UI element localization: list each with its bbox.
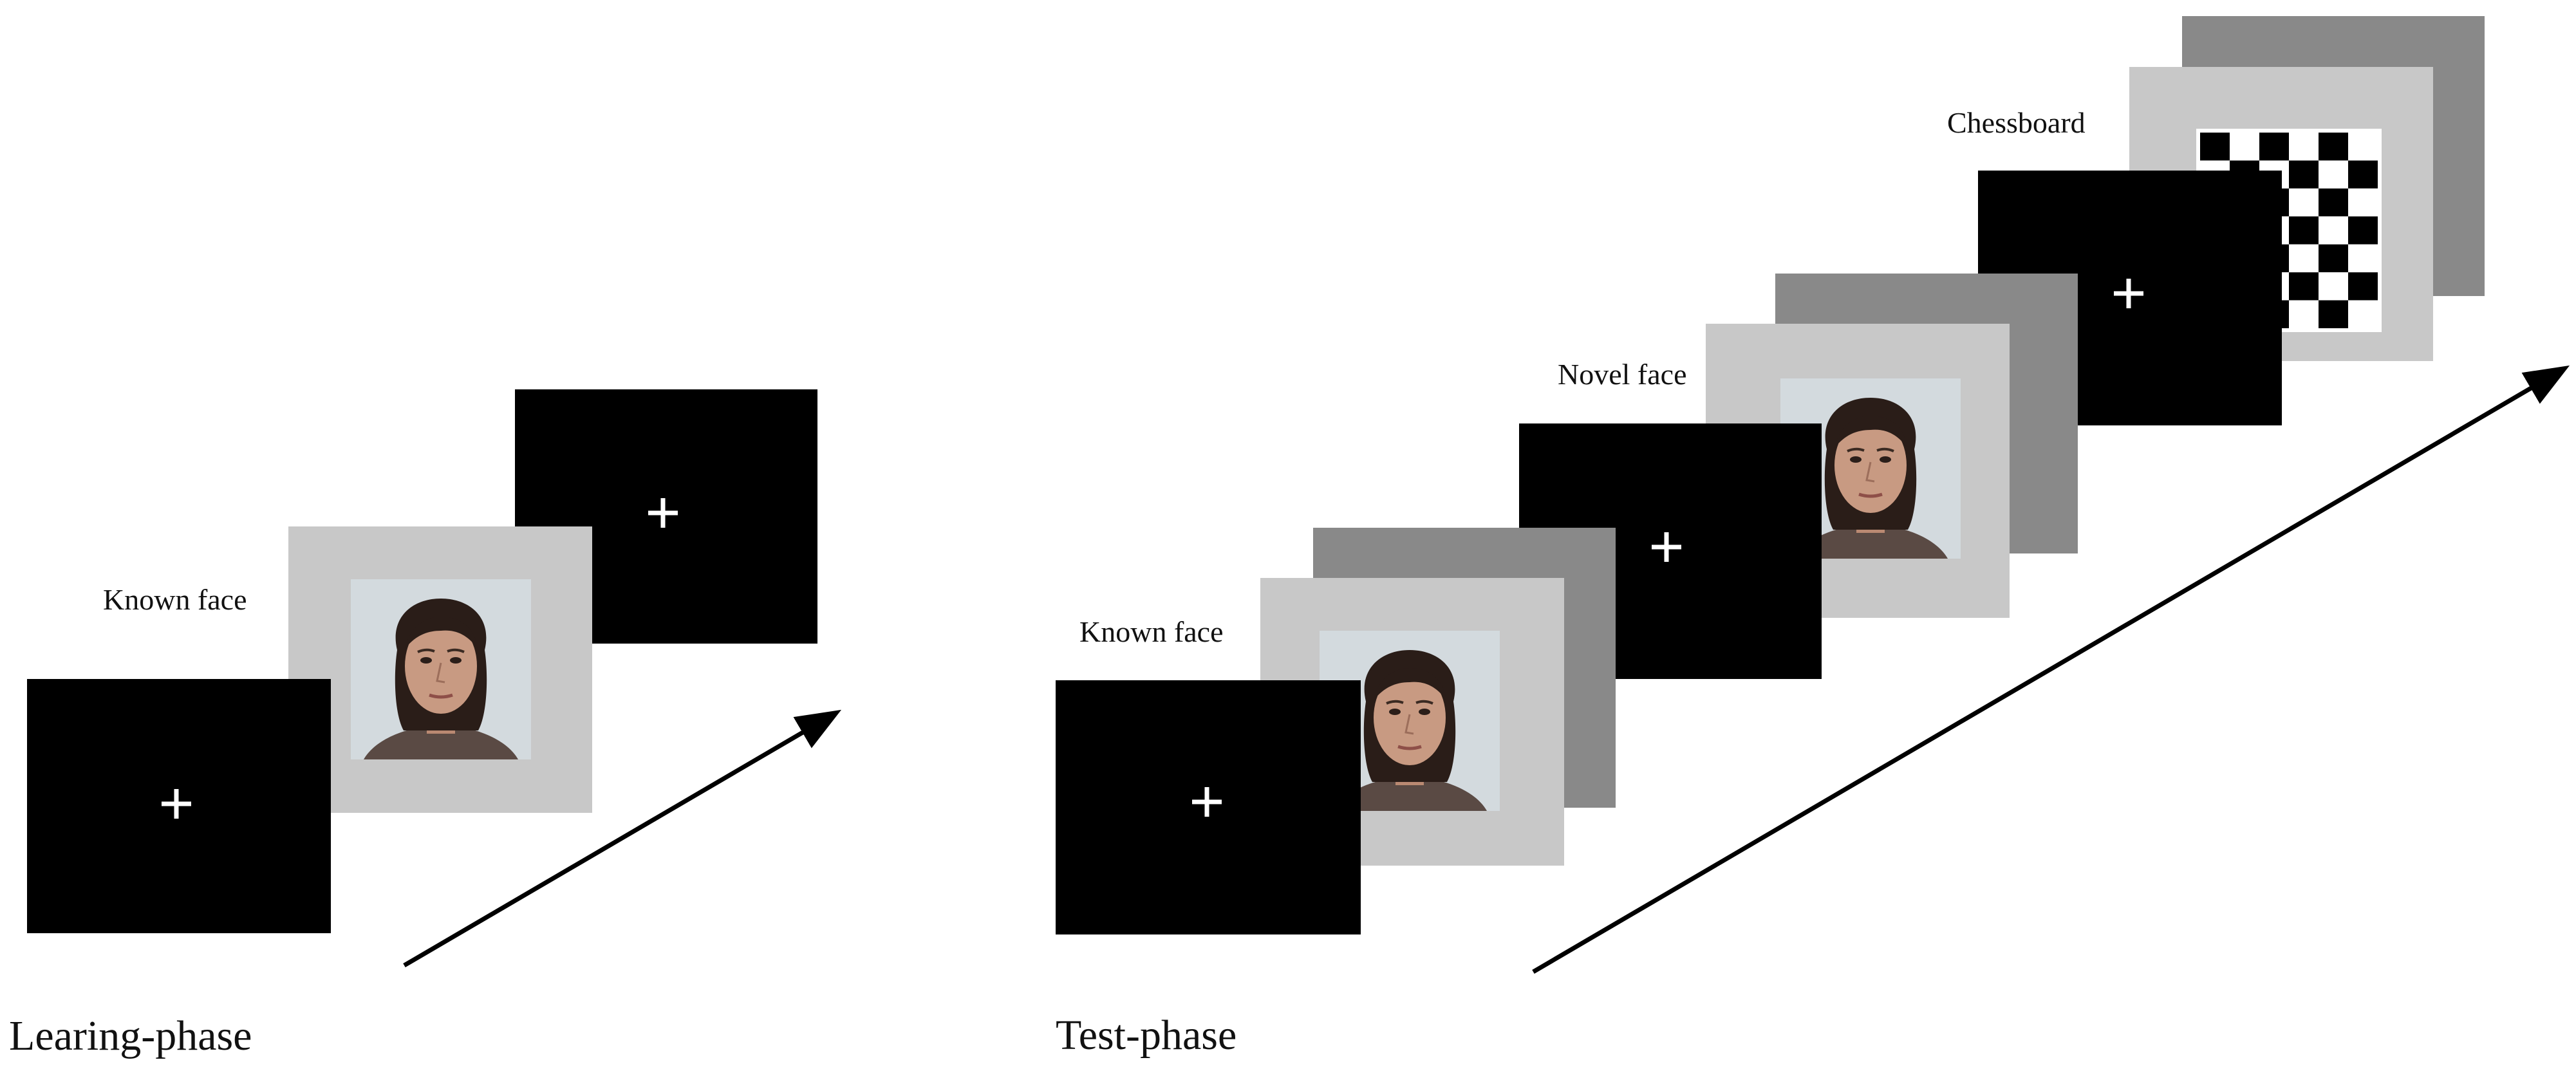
time-arrow-icon	[1532, 365, 2570, 974]
chessboard-square	[2319, 216, 2348, 245]
chessboard-square	[2319, 160, 2348, 189]
learning-phase-label: Learing-phase	[9, 1012, 252, 1059]
fixation-cross-icon	[648, 498, 678, 528]
chessboard-square	[2319, 133, 2348, 161]
test-phase-label: Test-phase	[1056, 1012, 1237, 1059]
known-face-label: Known face	[103, 583, 247, 616]
chessboard-square	[2348, 244, 2378, 273]
chessboard-square	[2289, 160, 2319, 189]
chessboard-square	[2319, 188, 2348, 217]
fixation-cross-icon	[1192, 787, 1222, 817]
chessboard-square	[2348, 272, 2378, 301]
chessboard-square	[2289, 216, 2319, 245]
known-face-label: Known face	[1079, 615, 1224, 648]
chessboard-square	[2289, 133, 2319, 161]
chessboard-square	[2319, 244, 2348, 273]
fixation-cross-icon	[1652, 532, 1681, 562]
chessboard-square	[2289, 272, 2319, 301]
time-arrow-icon	[403, 709, 842, 968]
novel-face-label: Novel face	[1558, 358, 1687, 391]
chessboard-square	[2348, 216, 2378, 245]
chessboard-square	[2348, 300, 2378, 328]
test-phase: Chessboard Novel face Known face Test-ph…	[1056, 16, 2570, 1059]
chessboard-square	[2319, 272, 2348, 301]
chessboard-square	[2230, 133, 2259, 161]
chessboard-square	[2348, 133, 2378, 161]
chessboard-square	[2348, 188, 2378, 217]
chessboard-square	[2200, 133, 2230, 161]
chessboard-square	[2289, 188, 2319, 217]
chessboard-square	[2289, 244, 2319, 273]
chessboard-square	[2289, 300, 2319, 328]
learning-phase: Known face Learing-phase	[9, 389, 842, 1059]
fixation-cross-icon	[162, 789, 191, 819]
chessboard-square	[2259, 133, 2289, 161]
chessboard-square	[2319, 300, 2348, 328]
face-photo-icon	[351, 579, 531, 759]
chessboard-square	[2348, 160, 2378, 189]
chessboard-label: Chessboard	[1947, 106, 2086, 139]
fixation-cross-icon	[2114, 279, 2143, 308]
